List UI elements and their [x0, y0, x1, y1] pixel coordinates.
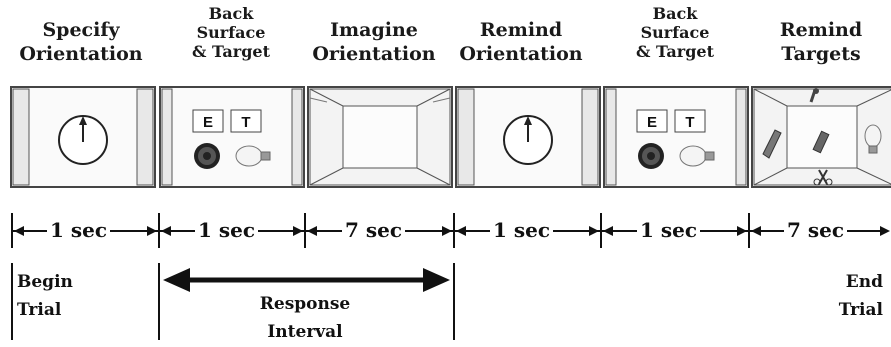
letter-t: T [241, 114, 250, 131]
dial-target-icon [638, 143, 664, 169]
scissors-icon [813, 169, 833, 186]
duration-label-1: 1 sec [47, 218, 111, 242]
wrench-icon [809, 88, 819, 103]
stage-title-back-surface-target-1: Back Surface & Target [192, 4, 270, 61]
letter-e: E [203, 114, 213, 131]
stage-title-remind-orientation: Remind Orientation [459, 19, 583, 65]
stage-title-imagine-orientation: Imagine Orientation [312, 19, 436, 65]
stapler-icon [762, 129, 782, 159]
duration-label-5: 1 sec [637, 218, 701, 242]
duration-label-6: 7 sec [784, 218, 848, 242]
panel-back-surface-target-2: E T [603, 86, 749, 188]
response-interval-label: Response Interval [259, 294, 351, 342]
stage-title-specify-orientation: Specify Orientation [19, 19, 143, 65]
duration-label-3: 7 sec [342, 218, 406, 242]
panel-specify-orientation [10, 86, 156, 188]
duration-label-2: 1 sec [195, 218, 259, 242]
panel-remind-orientation [455, 86, 601, 188]
panel-imagine-orientation [307, 86, 453, 188]
response-interval-arrow [163, 268, 450, 292]
lightbulb-icon [864, 124, 882, 154]
duration-label-4: 1 sec [490, 218, 554, 242]
panel-remind-targets [751, 86, 891, 188]
clock-dial-icon [503, 115, 553, 165]
lightbulb-icon [679, 145, 715, 167]
lightbulb-icon [235, 145, 271, 167]
stage-title-remind-targets: Remind Targets [779, 19, 863, 65]
dial-target-icon [812, 130, 830, 154]
panel-back-surface-target-1: E T [159, 86, 305, 188]
letter-t: T [685, 114, 694, 131]
letter-e: E [647, 114, 657, 131]
dial-target-icon [194, 143, 220, 169]
end-trial-label: End Trial [838, 272, 883, 320]
clock-dial-icon [58, 115, 108, 165]
stage-title-back-surface-target-2: Back Surface & Target [636, 4, 714, 61]
begin-trial-label: Begin Trial [17, 272, 73, 320]
